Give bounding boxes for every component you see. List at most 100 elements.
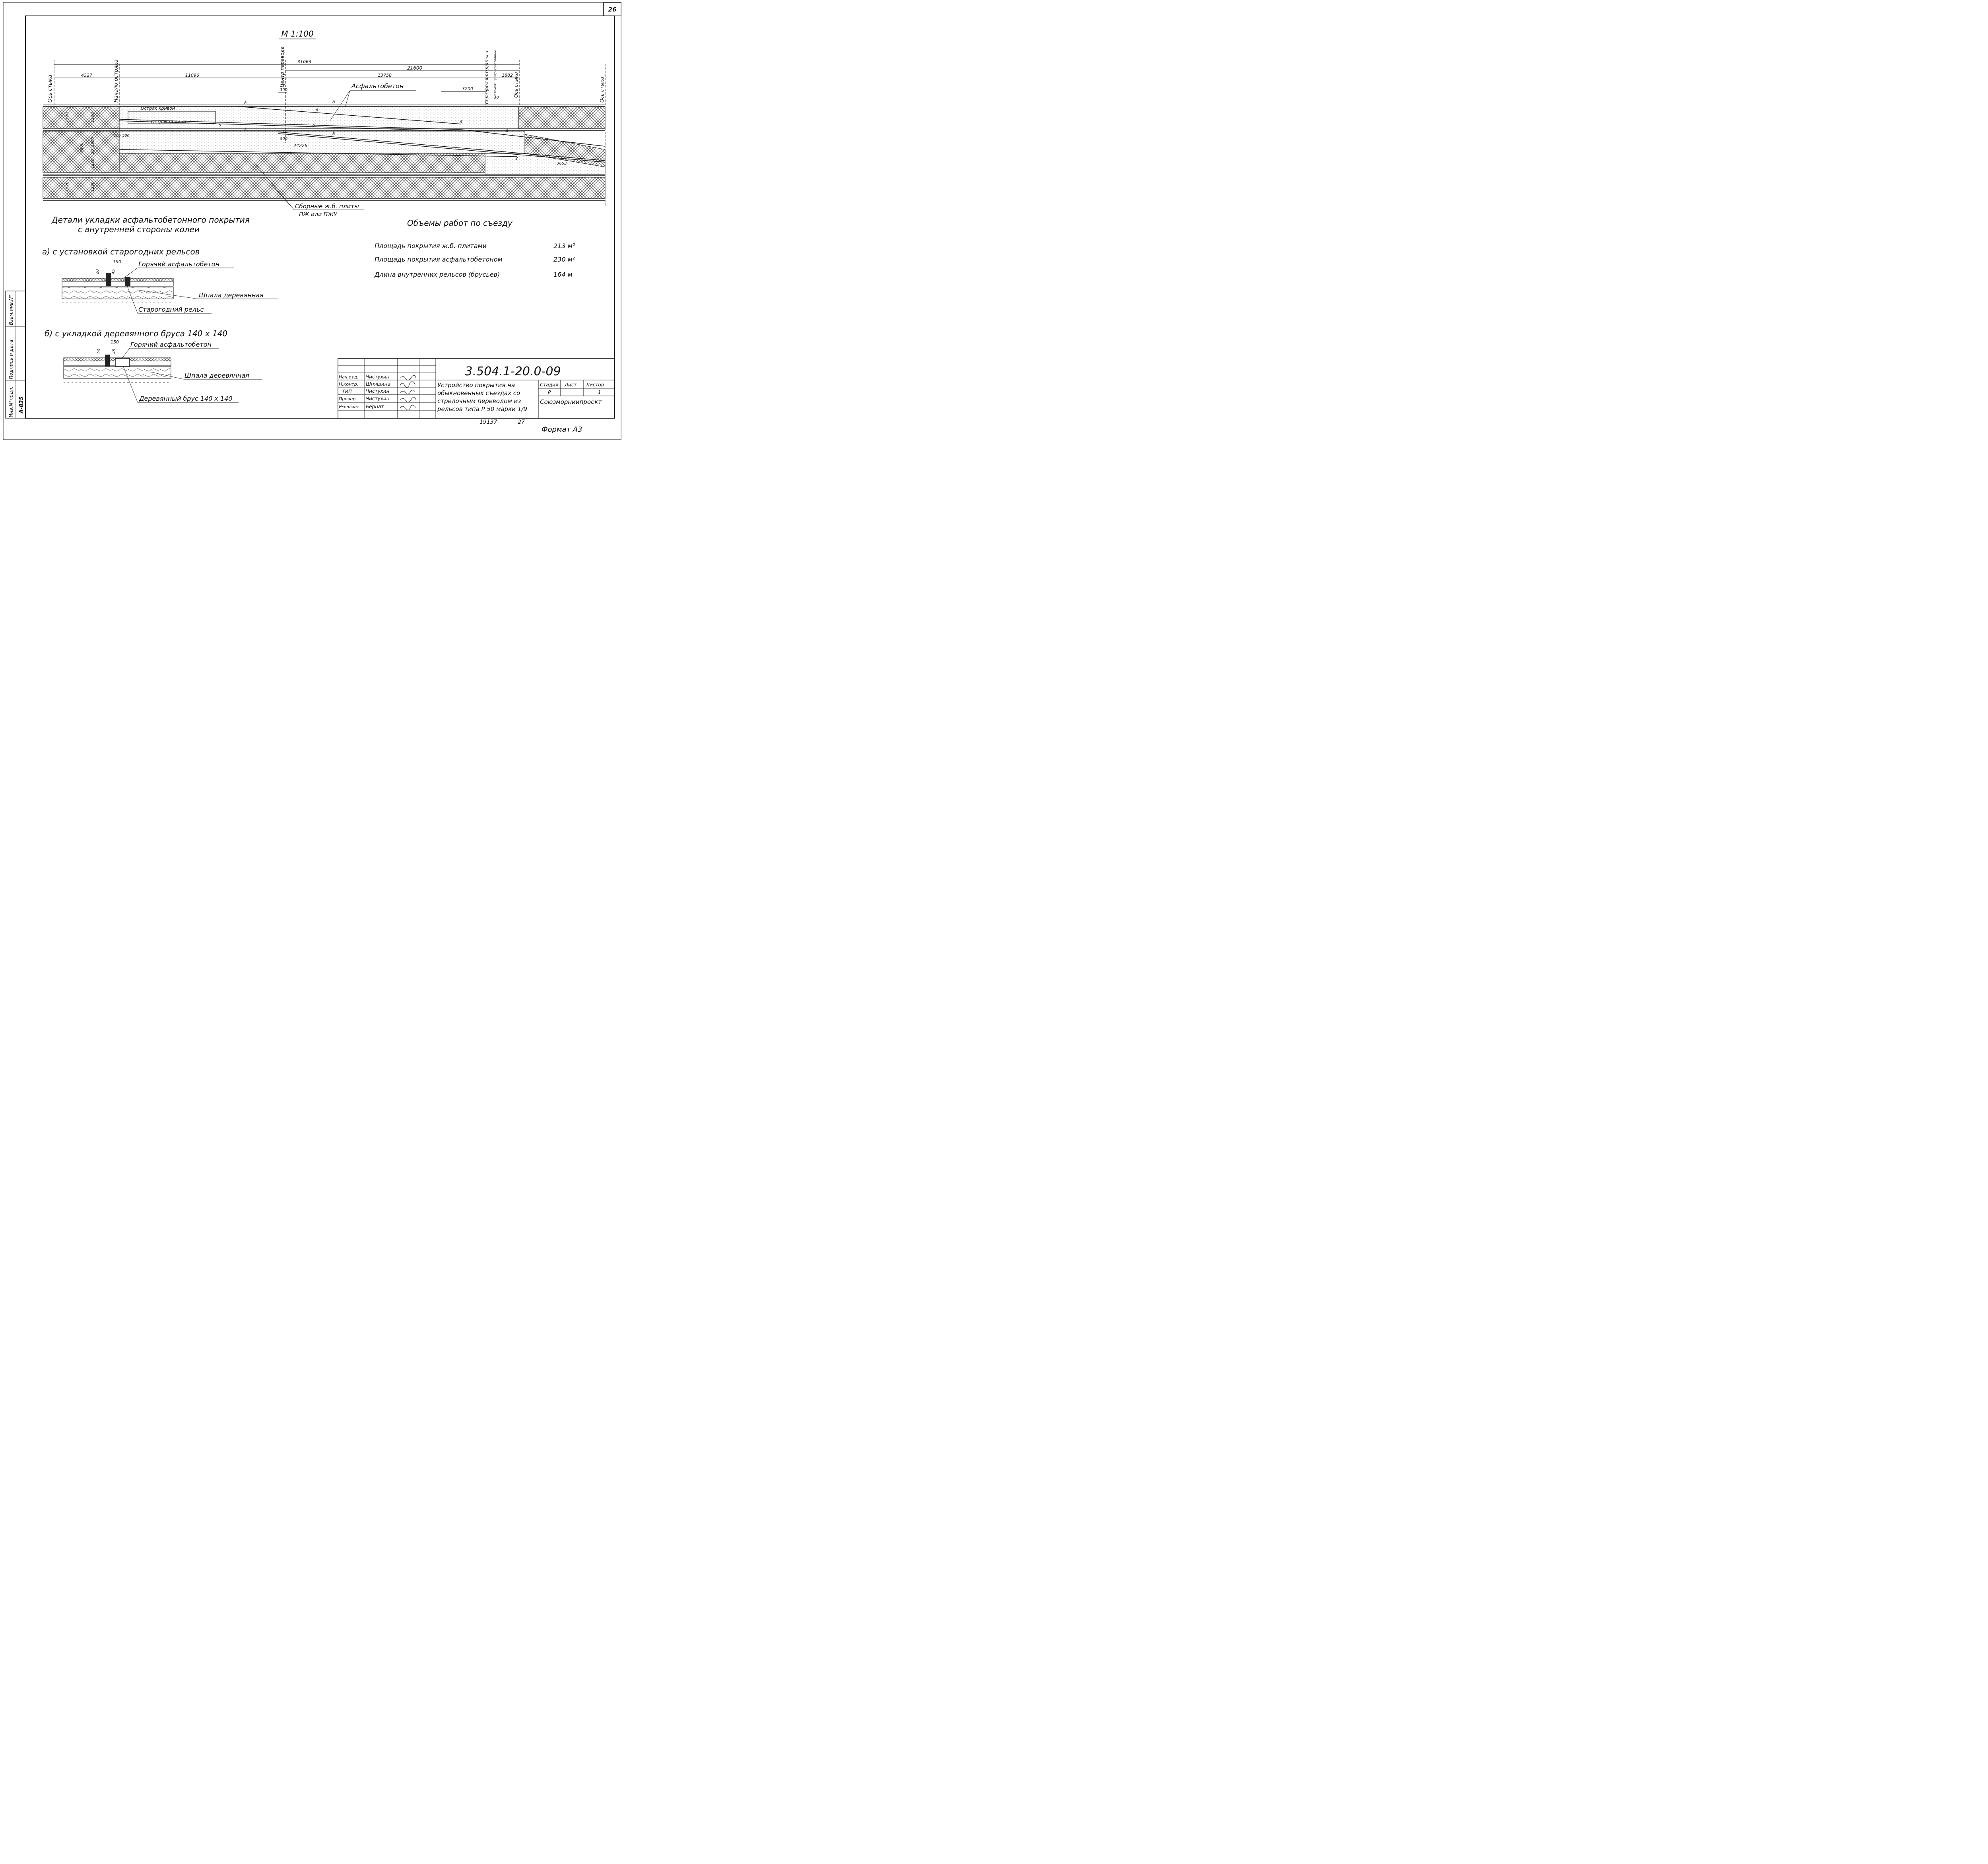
- dim-4327: 4327: [81, 73, 92, 78]
- details-subtitle: с внутренней стороны колеи: [78, 225, 200, 234]
- side-stamp: Инв.N°подл. А-835 Подпись и дата Взам.ин…: [5, 291, 26, 419]
- format-label: Формат А3: [542, 425, 582, 434]
- sleeper-label: Шпала деревянная: [184, 372, 249, 379]
- rail-mark: 8: [244, 128, 247, 132]
- volume-value: 213 м²: [553, 242, 575, 250]
- dim-24226: 24226: [293, 143, 307, 148]
- label-switch-center: Центр перевода: [280, 47, 285, 87]
- label-frog-mid: Середина контррельса: [484, 50, 489, 104]
- sheet-number: 26: [608, 6, 617, 13]
- volume-label: Площадь покрытия асфальтобетоном: [375, 256, 503, 263]
- dim-1230: 1230: [91, 182, 95, 192]
- name: Чистухин: [366, 396, 390, 402]
- detail-b: б) с укладкой деревянного бруса 140 х 14…: [45, 329, 262, 403]
- slab-area: [43, 177, 606, 199]
- dim-100: 100: [114, 134, 120, 138]
- dim-190: 190: [113, 259, 121, 264]
- hot-asphalt-label: Горячий асфальтобетон: [130, 341, 212, 348]
- role: Н.контр.: [339, 382, 358, 387]
- straight-blade-label: Остряк прямой: [151, 119, 186, 124]
- role: Провер.: [339, 396, 357, 402]
- curved-blade-label: Остряк кривой: [141, 106, 175, 111]
- rail-mark: 6: [313, 123, 315, 128]
- dim-31063: 31063: [297, 59, 311, 64]
- slab-area: [43, 131, 120, 173]
- dim-13758: 13758: [378, 73, 392, 78]
- old-rail-label: Старогодний рельс: [138, 306, 204, 313]
- slabs-type-label: ПЖ или ПЖУ: [299, 211, 338, 218]
- sleeper-label: Шпала деревянная: [199, 291, 264, 299]
- slab-area: [43, 106, 120, 129]
- hot-asphalt-label: Горячий асфальтобетон: [138, 260, 219, 268]
- dim-500: 500: [280, 137, 287, 141]
- rail-mark: 8: [244, 101, 247, 105]
- dim-500b: 500: [122, 134, 129, 138]
- rail-mark: 8: [515, 157, 518, 161]
- document-code: 3.504.1-20.0-09: [465, 365, 561, 378]
- asphalt-area: [119, 131, 525, 154]
- wooden-beam: [115, 358, 130, 367]
- role: Нач.отд.: [339, 374, 358, 380]
- role: Исполнит.: [339, 405, 360, 409]
- sheet-header: Лист: [564, 382, 577, 388]
- label-wit-start: Начало остряка: [113, 60, 119, 103]
- detail-a: а) с установкой старогодних рельсов 190 …: [42, 247, 278, 314]
- dim-20: 20: [91, 149, 95, 154]
- label-joint-axis-far: Ось стыка: [599, 77, 605, 103]
- sign-label: Подпись и дата: [8, 340, 14, 379]
- rail-mark: 8: [332, 100, 335, 105]
- name: Бернат: [366, 404, 384, 409]
- rail-mark: 6: [506, 129, 508, 133]
- stage-header: Стадия: [540, 382, 558, 388]
- slab-area: [518, 106, 606, 129]
- dim-150: 150: [111, 339, 119, 345]
- rail-mark: 8: [332, 132, 335, 136]
- dim-1520: 1520: [65, 112, 70, 122]
- detail-b-heading: б) с укладкой деревянного бруса 140 х 14…: [45, 329, 227, 338]
- volumes-table: Объемы работ по съезду Площадь покрытия …: [374, 218, 575, 278]
- dim-3200: 3200: [462, 86, 473, 91]
- dim-45: 45: [111, 269, 116, 274]
- dim-20: 20: [97, 349, 101, 354]
- dim-4800: 4800: [80, 143, 84, 153]
- volume-value: 230 м²: [553, 256, 575, 263]
- dim-45: 45: [112, 349, 116, 354]
- slab-area: [119, 153, 485, 173]
- sheets-header: Листов: [586, 382, 604, 388]
- dim-38: 38: [494, 95, 499, 100]
- name: Чистухин: [366, 374, 390, 380]
- volume-label: Длина внутренних рельсов (брусьев): [374, 271, 500, 278]
- inv-value: А-835: [19, 396, 25, 414]
- volume-value: 164 м: [553, 271, 573, 278]
- name: Шпяшина: [366, 381, 390, 387]
- old-rail: [106, 273, 111, 286]
- dim-3653: 3653: [557, 161, 567, 166]
- rail: [105, 355, 110, 367]
- description-line: стрелочным переводом из: [437, 398, 521, 405]
- dim-1882: 1882: [502, 73, 513, 78]
- rail-mark: 6: [460, 120, 462, 124]
- blade-outline: [128, 111, 216, 124]
- sheet-number-box: [603, 2, 621, 16]
- volumes-title: Объемы работ по съезду: [407, 218, 513, 228]
- dim-300: 300: [280, 88, 287, 92]
- inner-frame: [25, 16, 615, 419]
- description-line: Устройство покрытия на: [437, 382, 515, 389]
- details-title: Детали укладки асфальтобетонного покрыти…: [51, 215, 250, 225]
- label-joint-axis-right: Ось стыка: [513, 72, 519, 98]
- beam-label: Деревянный брус 140 х 140: [139, 395, 233, 402]
- dim-21600: 21600: [407, 65, 423, 71]
- dim-1600: 1600: [91, 137, 95, 147]
- replace-label: Взам.инв.N°: [8, 295, 14, 325]
- slabs-label: Сборные ж.б. плиты: [295, 203, 359, 210]
- bottom-number: 19137: [480, 419, 497, 425]
- label-math-center: математ. центр крестовины: [493, 50, 497, 98]
- old-rail: [125, 277, 130, 286]
- organization: Союзморниипроект: [540, 398, 602, 405]
- drawing-sheet: 26 М 1:100: [3, 2, 621, 440]
- outer-frame: [3, 2, 621, 440]
- detail-a-heading: а) с установкой старогодних рельсов: [42, 247, 200, 256]
- track-plan: 31063 21600 4327 11096 13758 1882 3200 3…: [43, 47, 606, 218]
- asphalt-label: Асфальтобетон: [351, 82, 404, 90]
- dim-1230: 1230: [91, 112, 95, 122]
